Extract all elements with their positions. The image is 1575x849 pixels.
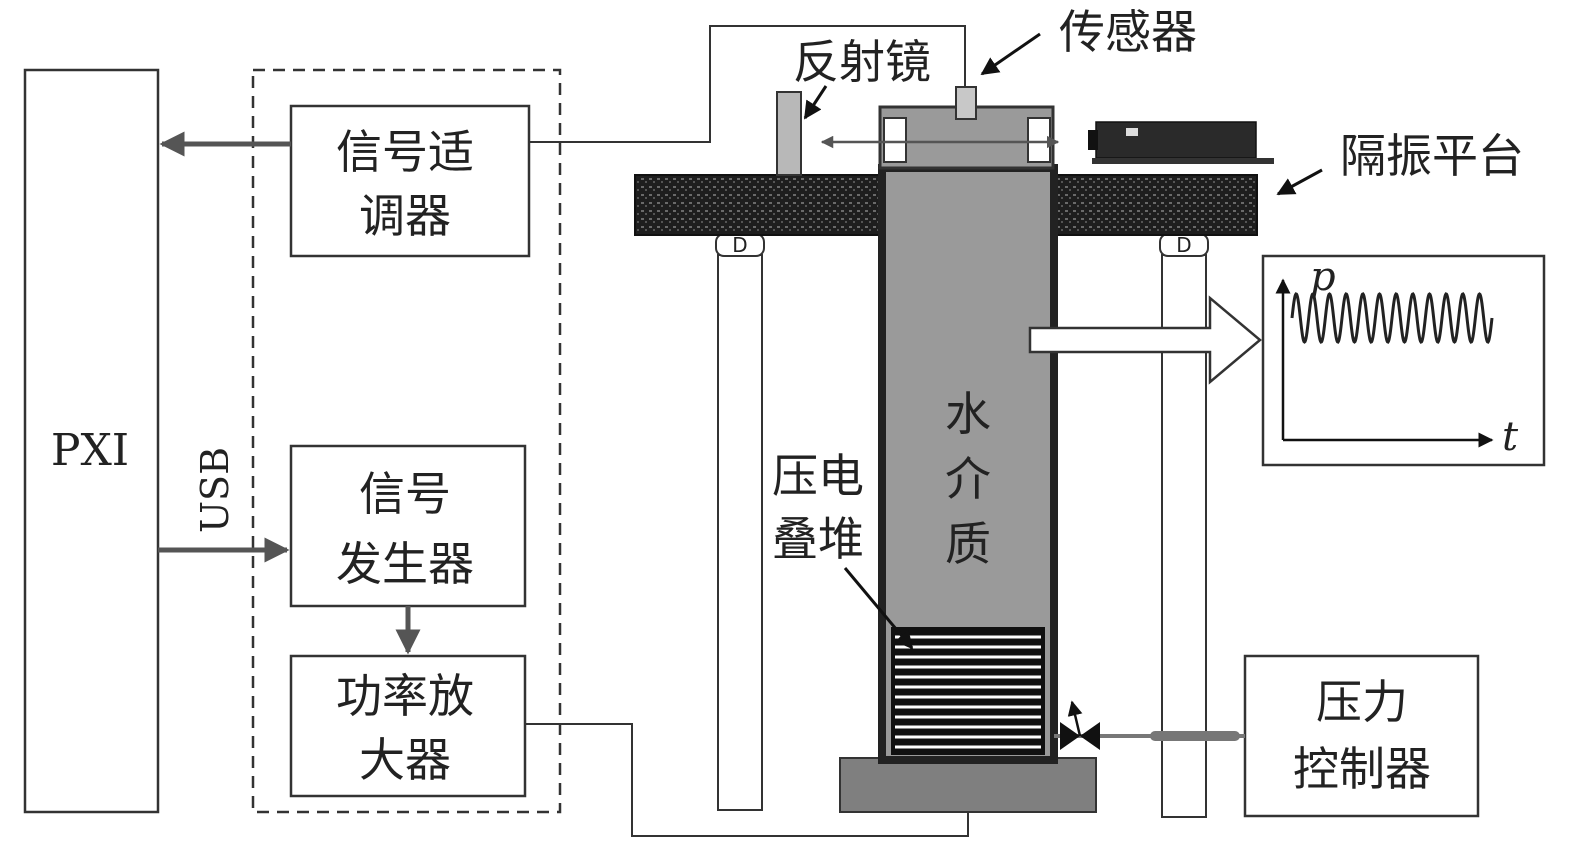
- valve-adjust-arrow: [1067, 700, 1083, 737]
- pxi-box: [23, 68, 160, 814]
- sensor-pointer: [980, 32, 1041, 76]
- top-cap-right-window: [1027, 117, 1051, 163]
- axis-p-label: p: [1310, 254, 1336, 300]
- left-support-leg: [717, 254, 763, 811]
- water-medium-line3: 质: [945, 517, 991, 571]
- piezo-stack-line1: 压电: [772, 449, 864, 503]
- left-damper-label: D: [732, 233, 747, 257]
- sensor-label: 传感器: [1059, 5, 1197, 59]
- power-amplifier-line1: 功率放: [336, 669, 474, 723]
- pressure-controller-box: [1243, 654, 1480, 818]
- sensor-element: [955, 86, 977, 120]
- reflector-pointer: [803, 85, 828, 120]
- right-damper-label: D: [1176, 233, 1191, 257]
- top-cap-left-window: [883, 117, 907, 163]
- output-arrow: [1028, 295, 1262, 385]
- water-medium-line2: 介: [945, 452, 991, 506]
- conditioner-sensor-wire: [529, 25, 966, 143]
- axis-t-label: t: [1502, 414, 1519, 460]
- power-amplifier-box: [289, 654, 527, 798]
- reflector-label: 反射镜: [793, 35, 931, 89]
- isolation-platform-label: 隔振平台: [1340, 129, 1524, 183]
- signal-generator-line2: 发生器: [336, 537, 474, 591]
- power-amplifier-line2: 大器: [359, 733, 451, 787]
- signal-conditioner-line2: 调器: [359, 189, 451, 243]
- waveform-sine-curve: [1290, 292, 1494, 344]
- base-block: [839, 757, 1097, 813]
- pressure-pipe-sleeve: [1150, 731, 1240, 741]
- signal-conditioner-box: [289, 104, 531, 258]
- isolation-platform-pointer: [1276, 168, 1323, 196]
- dashed-enclosure: [251, 68, 562, 814]
- usb-label: USB: [193, 447, 237, 533]
- pressure-controller-line1: 压力: [1316, 675, 1408, 729]
- pressure-controller-line2: 控制器: [1293, 742, 1431, 796]
- signal-conditioner-line1: 信号适: [336, 125, 474, 179]
- piezo-stack-pointer: [843, 567, 914, 650]
- reflector-mirror: [776, 91, 802, 176]
- water-medium-line1: 水: [945, 387, 991, 441]
- piezo-stack: [891, 627, 1045, 755]
- signal-generator-line1: 信号: [359, 467, 451, 521]
- pxi-label: PXI: [51, 425, 129, 476]
- waveform-plot-frame: [1261, 254, 1546, 467]
- laser-vibrometer-device: [1088, 121, 1274, 164]
- piezo-stack-line2: 叠堆: [772, 512, 864, 566]
